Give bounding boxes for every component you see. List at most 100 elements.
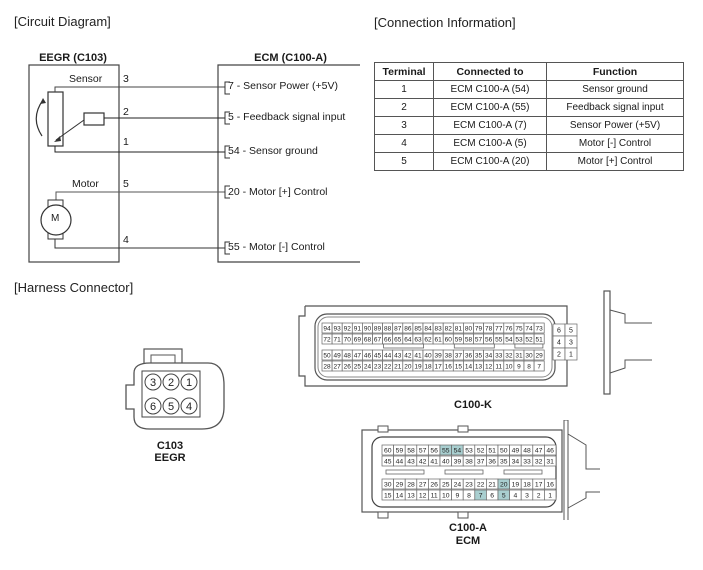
- cell-terminal: 2: [374, 98, 434, 117]
- pin-79: 79: [473, 322, 484, 334]
- pin-30: 30: [523, 349, 535, 361]
- pin-13: 13: [473, 360, 484, 372]
- svg-text:1: 1: [569, 352, 573, 359]
- pin-30: 30: [381, 478, 394, 490]
- svg-text:86: 86: [404, 325, 412, 332]
- cell-terminal: 4: [374, 134, 434, 153]
- svg-text:11: 11: [431, 492, 438, 499]
- svg-text:38: 38: [465, 458, 473, 465]
- svg-text:37: 37: [455, 352, 463, 359]
- svg-text:16: 16: [546, 481, 554, 488]
- pin-49: 49: [509, 444, 522, 456]
- svg-text:1: 1: [548, 492, 552, 499]
- pin-26: 26: [341, 360, 353, 372]
- pin-24: 24: [451, 478, 464, 490]
- pin-9: 9: [513, 360, 525, 372]
- c100a-label: C100-A: [449, 522, 487, 534]
- pin-15: 15: [381, 489, 394, 501]
- pin-8: 8: [462, 489, 476, 501]
- pin-16: 16: [544, 478, 557, 490]
- svg-text:20: 20: [500, 481, 508, 488]
- pin-25: 25: [439, 478, 452, 490]
- pin-5: 5: [497, 489, 510, 501]
- svg-text:5: 5: [569, 328, 573, 335]
- svg-text:24: 24: [364, 363, 372, 370]
- svg-text:19: 19: [414, 363, 422, 370]
- pin-34: 34: [509, 455, 522, 467]
- svg-text:10: 10: [442, 492, 450, 499]
- svg-text:29: 29: [536, 352, 544, 359]
- c100k-label: C100-K: [454, 399, 492, 411]
- svg-text:58: 58: [465, 336, 473, 343]
- ecm-box: [217, 64, 360, 263]
- svg-text:55: 55: [495, 336, 503, 343]
- svg-text:55: 55: [442, 447, 450, 454]
- svg-text:27: 27: [419, 481, 427, 488]
- pin-19: 19: [509, 478, 522, 490]
- pin-6: 6: [486, 489, 499, 501]
- pin-59: 59: [452, 333, 464, 345]
- svg-text:38: 38: [445, 352, 453, 359]
- pin-57: 57: [473, 333, 484, 345]
- svg-text:50: 50: [500, 447, 508, 454]
- svg-text:42: 42: [404, 352, 412, 359]
- pin-32: 32: [532, 455, 545, 467]
- svg-text:14: 14: [465, 363, 473, 370]
- svg-text:76: 76: [505, 325, 513, 332]
- rotation-arrow-icon: [35, 99, 44, 137]
- pin-38: 38: [442, 349, 454, 361]
- pin-68: 68: [362, 333, 373, 345]
- svg-text:91: 91: [354, 325, 362, 332]
- pin-33: 33: [493, 349, 505, 361]
- pin-51: 51: [486, 444, 499, 456]
- svg-text:70: 70: [344, 336, 352, 343]
- svg-text:56: 56: [485, 336, 493, 343]
- c103-eegr-label: EEGR: [154, 452, 186, 464]
- pin-35: 35: [497, 455, 510, 467]
- pin-58: 58: [463, 333, 474, 345]
- pin-32: 32: [503, 349, 515, 361]
- header-connected-to: Connected to: [433, 62, 547, 81]
- c103-label: C103: [156, 440, 184, 452]
- pin-8: 8: [523, 360, 535, 372]
- svg-text:14: 14: [396, 492, 404, 499]
- pin-31: 31: [513, 349, 525, 361]
- svg-text:45: 45: [374, 352, 382, 359]
- pin-82: 82: [442, 322, 454, 334]
- pin-74: 74: [523, 322, 535, 334]
- svg-text:4: 4: [514, 492, 518, 499]
- pin-49: 49: [331, 349, 343, 361]
- svg-text:52: 52: [525, 336, 533, 343]
- pin-1: 1: [564, 347, 578, 361]
- header-terminal: Terminal: [374, 62, 434, 81]
- svg-text:28: 28: [407, 481, 415, 488]
- svg-text:35: 35: [475, 352, 483, 359]
- svg-text:43: 43: [407, 458, 415, 465]
- eegr-box: [28, 64, 120, 263]
- svg-text:64: 64: [404, 336, 412, 343]
- pin-66: 66: [382, 333, 394, 345]
- svg-text:11: 11: [495, 363, 502, 370]
- pin-87: 87: [392, 322, 404, 334]
- pin-53: 53: [462, 444, 476, 456]
- pin-71: 71: [331, 333, 343, 345]
- pin-54: 54: [451, 444, 464, 456]
- pin-33: 33: [520, 455, 534, 467]
- pin-53: 53: [513, 333, 525, 345]
- svg-text:21: 21: [488, 481, 496, 488]
- svg-text:25: 25: [442, 481, 450, 488]
- pin-21: 21: [486, 478, 499, 490]
- pin-81: 81: [452, 322, 464, 334]
- cell-connected-to: ECM C100-A (7): [433, 116, 547, 135]
- svg-text:53: 53: [465, 447, 473, 454]
- svg-text:13: 13: [407, 492, 415, 499]
- pin-28: 28: [404, 478, 418, 490]
- svg-text:2: 2: [537, 492, 541, 499]
- connection-table: Terminal Connected to Function 1 ECM C10…: [374, 62, 684, 171]
- svg-text:85: 85: [414, 325, 422, 332]
- pin-75: 75: [513, 322, 525, 334]
- svg-text:9: 9: [517, 363, 521, 370]
- svg-text:57: 57: [475, 336, 483, 343]
- cell-function: Motor [-] Control: [546, 134, 684, 153]
- svg-text:35: 35: [500, 458, 508, 465]
